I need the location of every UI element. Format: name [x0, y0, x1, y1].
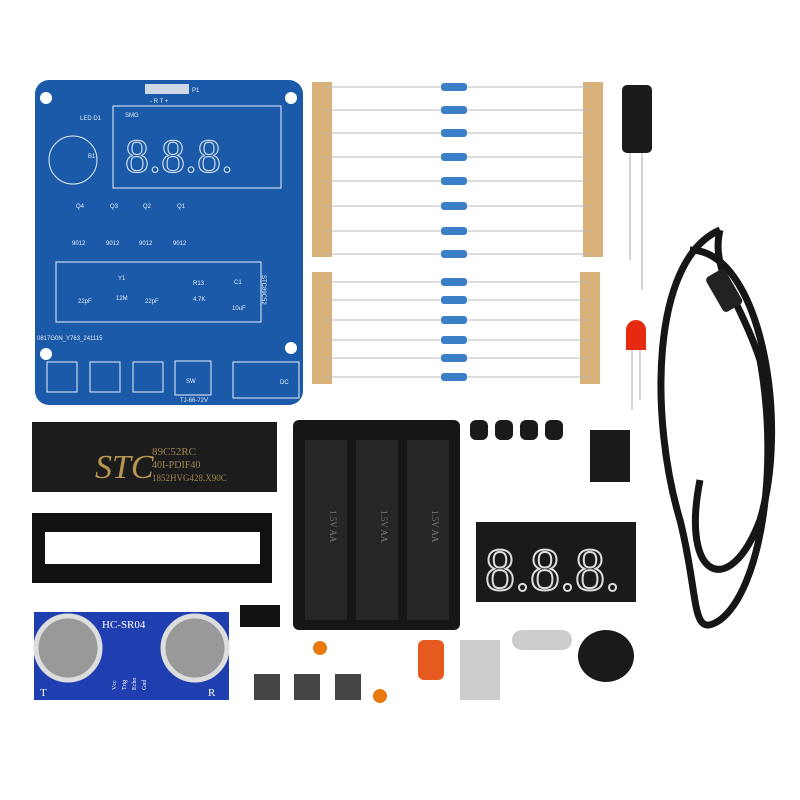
- svg-text:9012: 9012: [72, 241, 86, 247]
- svg-text:STC: STC: [95, 449, 154, 486]
- buzzer: [578, 630, 634, 682]
- svg-text:1.5V AA: 1.5V AA: [430, 510, 440, 543]
- svg-text:8.8.8.: 8.8.8.: [125, 130, 233, 183]
- svg-text:22pF: 22pF: [145, 299, 159, 305]
- crystal-oscillator: [512, 630, 572, 650]
- svg-text:Q1: Q1: [177, 204, 186, 210]
- svg-text:R13: R13: [193, 281, 205, 287]
- red-led: [626, 320, 646, 350]
- board-code: 0817G0N_Y763_241115: [37, 336, 103, 342]
- header-label: P1: [192, 88, 200, 94]
- svg-text:Trig: Trig: [122, 680, 128, 690]
- svg-text:Vcc: Vcc: [112, 680, 118, 690]
- svg-text:22pF: 22pF: [78, 299, 92, 305]
- display-label: SMG: [125, 113, 139, 119]
- svg-text:10uF: 10uF: [232, 306, 246, 312]
- ic-socket: [32, 513, 272, 583]
- svg-text:STC89C52: STC89C52: [260, 275, 266, 305]
- electrolytic-capacitor: [622, 85, 652, 153]
- svg-text:Echo: Echo: [132, 678, 138, 690]
- seven-segment-display: 8.8.8.: [476, 522, 636, 604]
- svg-text:DC: DC: [280, 380, 289, 386]
- svg-text:T: T: [40, 687, 47, 699]
- pcb-board: P1 - R T + SMG 8.8.8. LED D1 B1 Q4 Q3 Q2…: [35, 80, 303, 405]
- svg-text:40I-PDIF40: 40I-PDIF40: [152, 460, 200, 471]
- resistor-strips: [312, 82, 603, 384]
- svg-text:SW: SW: [186, 379, 196, 385]
- tactile-button: [254, 674, 280, 700]
- svg-text:8.8.8.: 8.8.8.: [485, 537, 620, 603]
- dc-jack: [590, 430, 630, 482]
- svg-text:C1: C1: [234, 280, 242, 286]
- svg-text:9012: 9012: [106, 241, 120, 247]
- svg-text:4.7K: 4.7K: [193, 297, 205, 303]
- pin-header: [240, 605, 280, 627]
- svg-text:HC-SR04: HC-SR04: [102, 619, 146, 631]
- svg-text:9012: 9012: [173, 241, 187, 247]
- led-label: LED D1: [80, 116, 102, 122]
- ceramic-capacitor: [373, 689, 387, 703]
- svg-text:12M: 12M: [116, 296, 128, 302]
- svg-text:Q4: Q4: [76, 204, 85, 210]
- svg-text:1852HVG428.X90C: 1852HVG428.X90C: [152, 473, 227, 483]
- stc-microcontroller: STC 89C52RC 40I-PDIF40 1852HVG428.X90C: [32, 422, 277, 492]
- svg-text:TJ-66-72V: TJ-66-72V: [180, 398, 208, 404]
- svg-text:1.5V AA: 1.5V AA: [379, 510, 389, 543]
- ceramic-capacitor: [313, 641, 327, 655]
- svg-text:9012: 9012: [139, 241, 153, 247]
- usb-power-cable: [657, 226, 776, 629]
- transistors: [470, 420, 563, 440]
- slide-switch: [460, 640, 500, 700]
- header-pins-label: - R T +: [150, 99, 169, 105]
- svg-text:1.5V AA: 1.5V AA: [328, 510, 338, 543]
- battery-holder: 1.5V AA 1.5V AA 1.5V AA: [293, 420, 460, 630]
- svg-text:R: R: [208, 687, 216, 699]
- buzzer-label: B1: [88, 154, 96, 160]
- tactile-button: [335, 674, 361, 700]
- hc-sr04-sensor: HC-SR04 T R Vcc Trig Echo Gnd: [33, 612, 230, 700]
- svg-text:Gnd: Gnd: [142, 680, 148, 690]
- switch-cap: [418, 640, 444, 680]
- svg-text:Q2: Q2: [143, 204, 152, 210]
- tactile-button: [294, 674, 320, 700]
- svg-text:89C52RC: 89C52RC: [152, 446, 196, 458]
- svg-text:Y1: Y1: [118, 276, 126, 282]
- svg-text:Q3: Q3: [110, 204, 119, 210]
